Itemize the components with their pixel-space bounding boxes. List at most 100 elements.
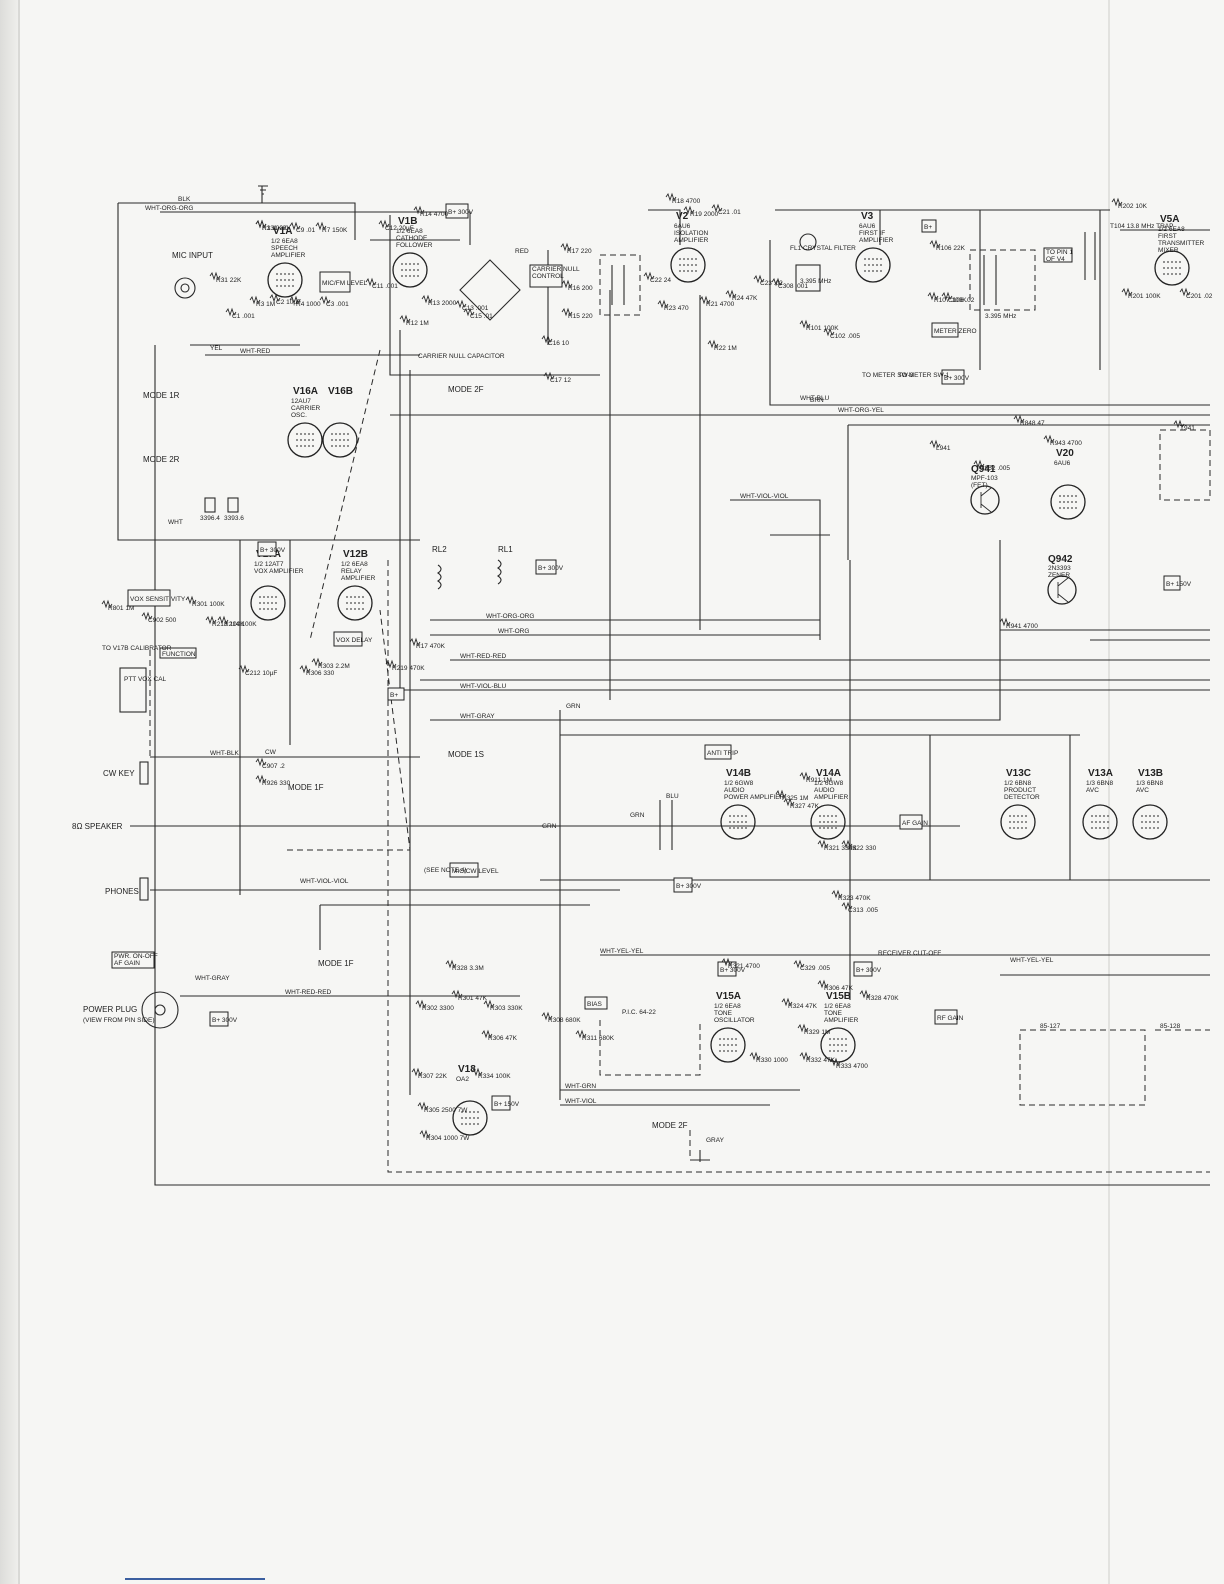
component-value: R303 330K	[483, 999, 523, 1012]
component-value-text: R322 330	[848, 845, 877, 852]
tube-label: V13B	[1138, 768, 1163, 779]
control-box-to-pin1: TO PIN 1OF V4	[1043, 247, 1073, 263]
component-value: R911 1M	[799, 771, 832, 784]
component-value: L941	[929, 439, 951, 452]
control-box-text: B+ 150V	[494, 1101, 520, 1108]
control-box-b300: B+ 300V	[941, 369, 970, 385]
component-value-text: R323 470K	[838, 895, 871, 902]
component-value-text: R14 4700	[420, 211, 449, 218]
tube-label: V2	[676, 211, 689, 222]
control-box-b300: B+ 300V	[853, 961, 882, 977]
component-value-text: C308 .001	[778, 283, 808, 290]
component-value: R7 150K	[315, 221, 348, 234]
wire-label: YEL	[210, 345, 223, 352]
control-box-text: VOX DELAY	[336, 637, 373, 644]
component-value: R304 1000 7W	[419, 1129, 470, 1142]
component-value-text: C15 .01	[470, 313, 493, 320]
component-value-text: T941	[1180, 425, 1195, 432]
control-box-text: BIAS	[587, 1001, 602, 1008]
component-value-text: R327 47K	[790, 803, 820, 810]
xtal-y2-label: 3393.6	[224, 515, 244, 522]
component-value: C2 10µF	[269, 293, 301, 306]
component-value: R13 2000	[421, 294, 457, 307]
tube-function-label: CATHODE	[396, 235, 428, 242]
tube-label: V16B	[328, 386, 353, 397]
tube-label: V18	[458, 1064, 476, 1075]
component-value-text: C952 .005	[980, 465, 1010, 472]
component-value-text: R334 100K	[478, 1073, 511, 1080]
component-value: C329 .005	[793, 959, 830, 972]
control-box-text: OF V4	[1046, 256, 1065, 263]
tube-function-label: OA2	[456, 1076, 469, 1083]
component-value: R12 1M	[399, 314, 429, 327]
component-value: R801 1M	[101, 599, 134, 612]
component-value-text: R331 22K	[262, 225, 292, 232]
component-value-text: R329 1M	[804, 1029, 830, 1036]
wire-label: WHT-GRAY	[460, 713, 495, 720]
tube-label: V3	[861, 211, 874, 222]
calibrator-switch	[119, 667, 147, 713]
component-value: C22 24	[643, 271, 671, 284]
component-value: C3 .001	[319, 295, 349, 308]
tube-function-label: 1/2 6GW8	[724, 780, 754, 787]
component-value: R308 680K	[541, 1011, 581, 1024]
cw-note-label: CW	[265, 749, 277, 756]
component-value: R322 330	[841, 839, 877, 852]
control-box-text: METER ZERO	[934, 328, 977, 335]
ptt-label: PTT VOX CAL	[124, 676, 167, 683]
component-value-text: R214 100K	[224, 621, 257, 628]
tube-function-label: AMPLIFIER	[271, 252, 306, 259]
control-box-text: B+ 300V	[720, 967, 746, 974]
wire-label: WHT-YEL-YEL	[600, 948, 644, 955]
tube-function-label: CARRIER	[291, 405, 321, 412]
component-value-text: R321 330K	[824, 845, 857, 852]
wire-label: WHT-RED-RED	[460, 653, 507, 660]
control-box-text: B+ 300V	[676, 883, 702, 890]
control-box-mic-cw-level: MIC/CW LEVEL	[449, 862, 499, 878]
tube-function-label: 1/2 6EA8	[341, 561, 368, 568]
component-value: C13 .001	[455, 299, 489, 312]
component-value: R202 10K	[1111, 197, 1148, 210]
component-value-text: R301 47K	[458, 995, 488, 1002]
component-value-text: R325 1M	[782, 795, 808, 802]
power-plug-socket	[141, 991, 179, 1029]
wire-label: BLK	[178, 196, 191, 203]
component-value-text: C201 .02	[1186, 293, 1213, 300]
component-value: R943 4700	[1043, 434, 1082, 447]
component-value-text: R15 220	[568, 313, 593, 320]
control-box-mic-level: MIC/FM LEVEL	[319, 271, 368, 293]
control-box-b300: B+ 300V	[535, 559, 564, 575]
control-box-text: AF GAIN	[114, 960, 140, 967]
component-value: R926 330	[255, 774, 291, 787]
tube-function-label: 6AU6	[1054, 460, 1071, 467]
component-value: R332 47K	[799, 1051, 836, 1064]
component-value: R328 3.3M	[445, 959, 484, 972]
tube-function-label: AMPLIFIER	[859, 237, 894, 244]
component-value-text: R13 2000	[428, 300, 457, 307]
wire-label: WHT-ORG-ORG	[145, 205, 193, 212]
component-value: C902 500	[141, 611, 177, 624]
tube-function-label: VOX AMPLIFIER	[254, 568, 304, 575]
component-value: R213 100K	[205, 615, 245, 628]
tube-function-label: TONE	[824, 1010, 843, 1017]
tube-function-label: AMPLIFIER	[674, 237, 709, 244]
component-value: R14 4700	[413, 205, 449, 218]
control-box-text: FUNCTION	[162, 651, 196, 658]
tube-function-label: AVC	[1086, 787, 1099, 794]
component-value: R324 47K	[781, 997, 818, 1010]
component-value-text: C313 .005	[848, 907, 878, 914]
component-value-text: R23 470	[664, 305, 689, 312]
tube-label: V15A	[716, 991, 741, 1002]
component-value: R334 100K	[471, 1067, 511, 1080]
wire-label: WHT-RED	[240, 348, 271, 355]
tube-function-label: 1/2 6EA8	[396, 228, 423, 235]
phones-label: PHONES	[105, 887, 139, 896]
component-value: R321 4700	[721, 957, 760, 970]
wire-label: BRN	[810, 397, 824, 404]
